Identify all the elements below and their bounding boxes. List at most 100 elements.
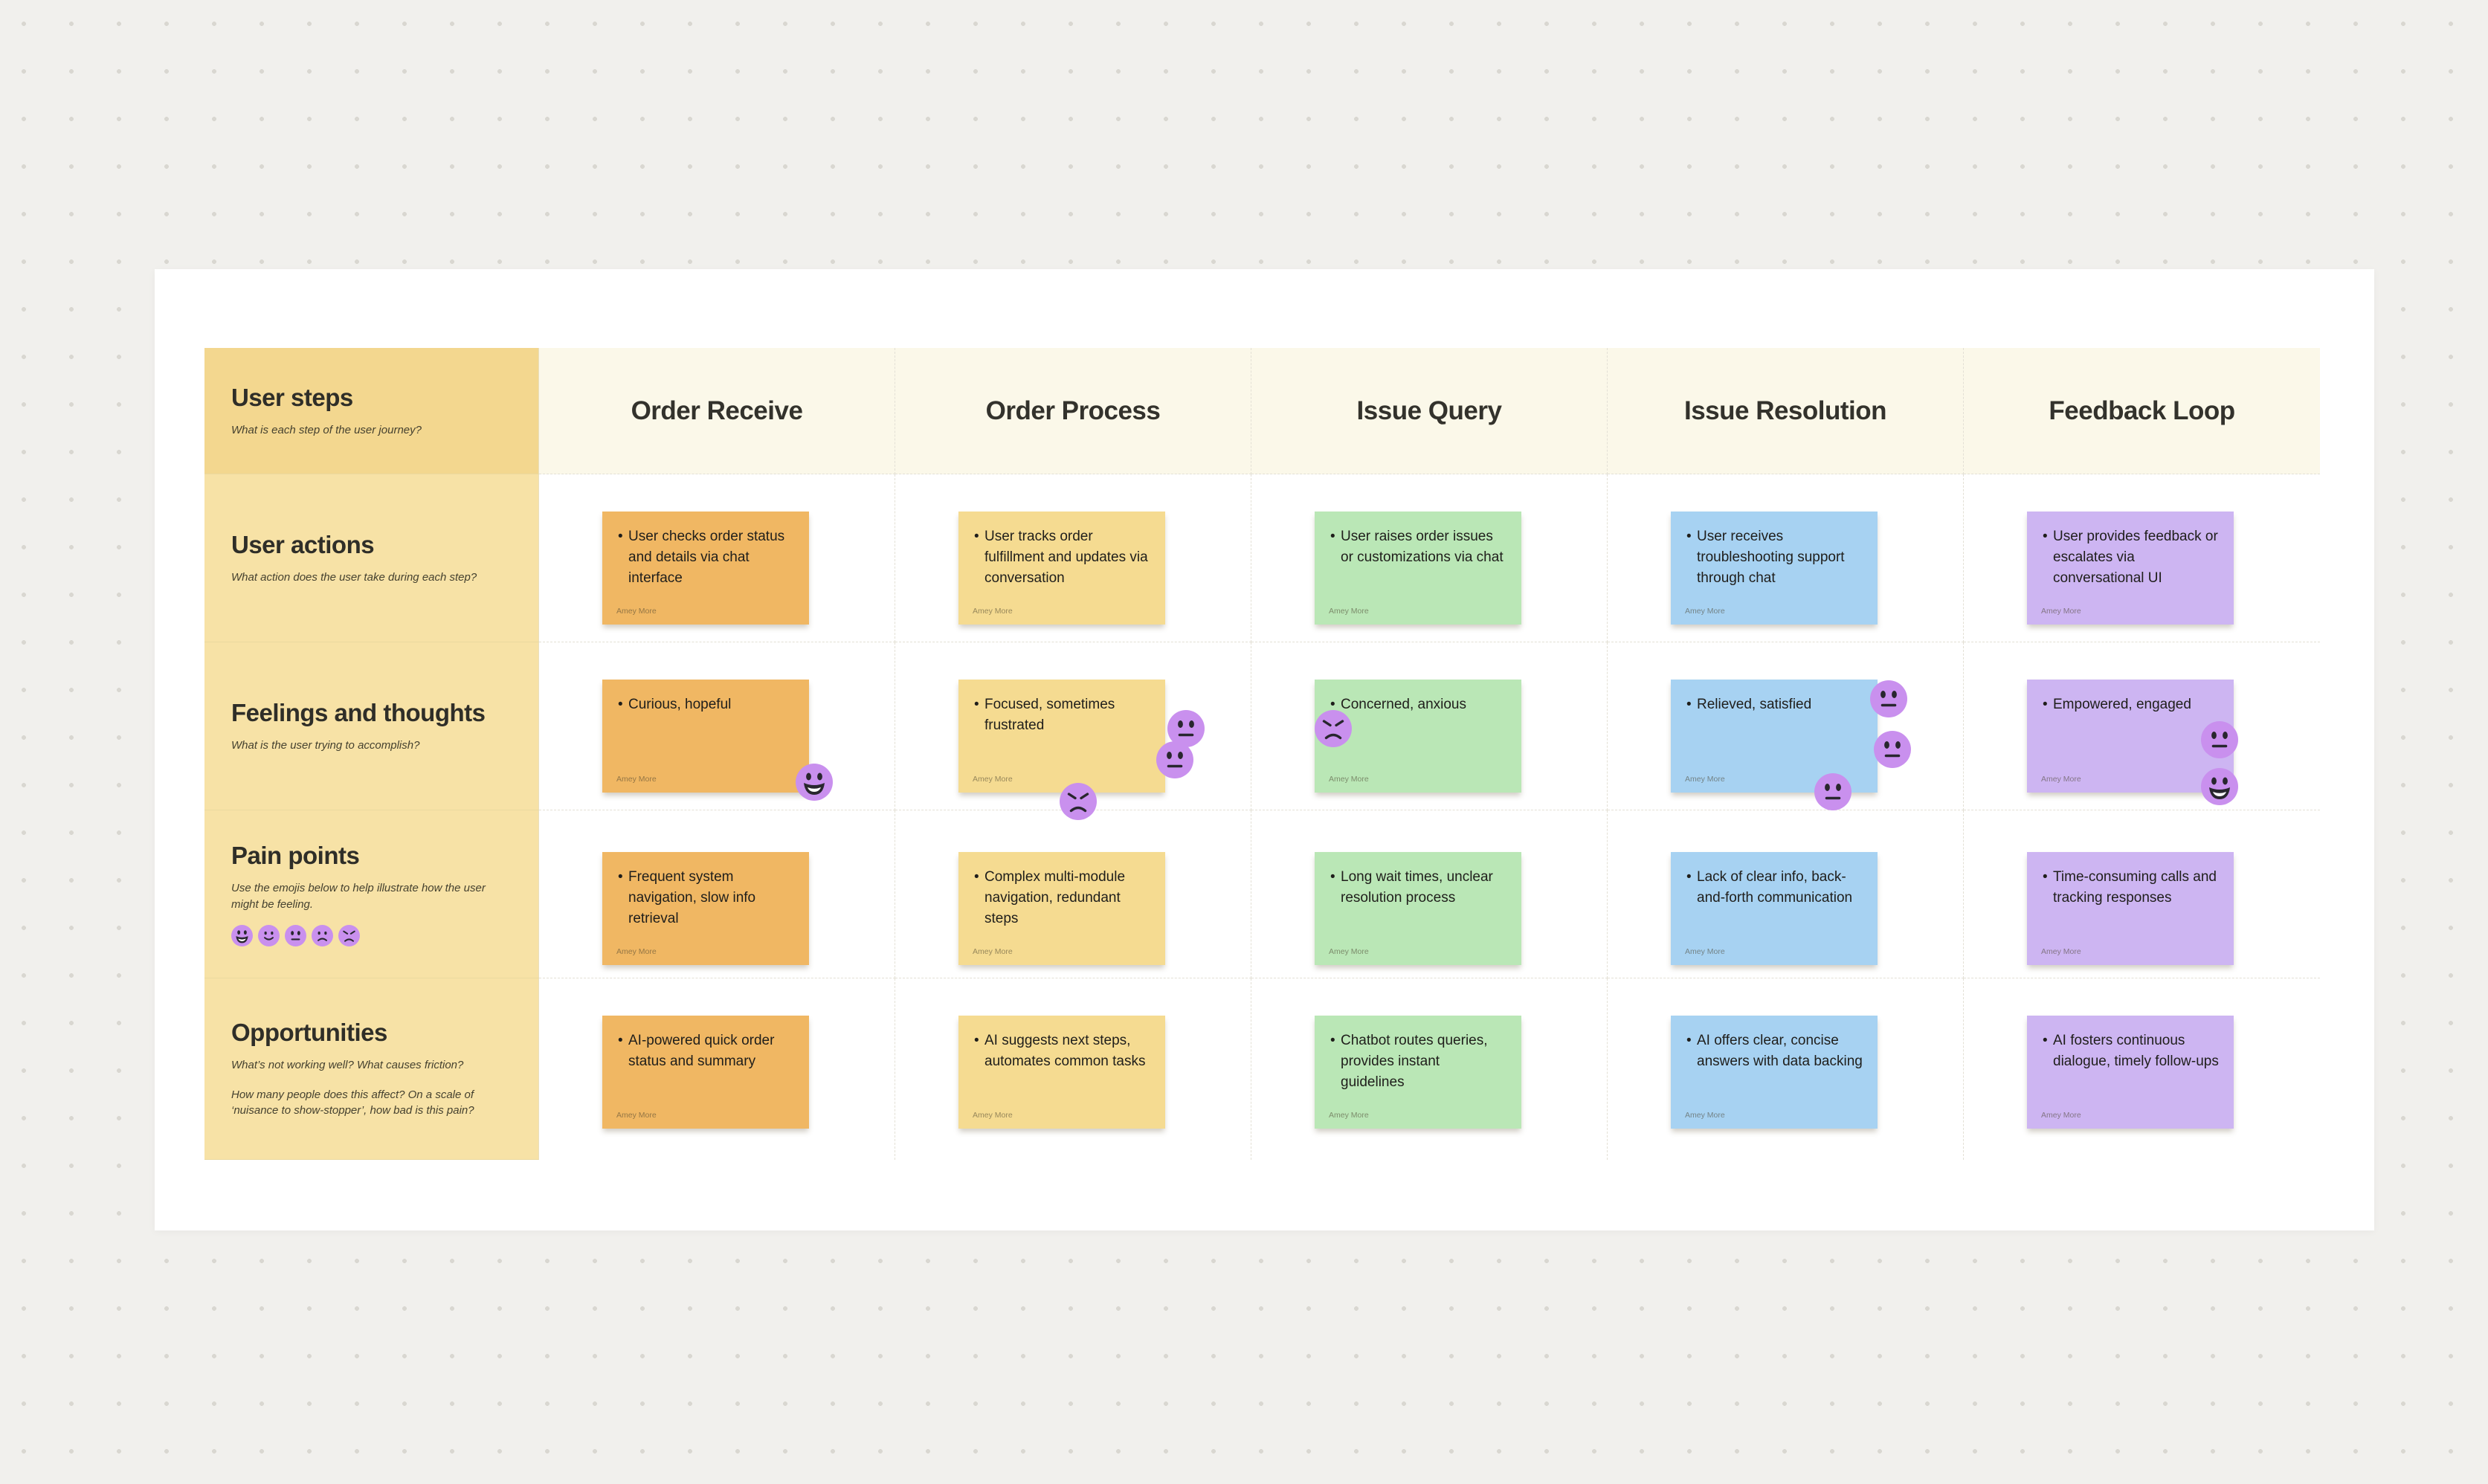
cell-feelings-order-process: Focused, sometimes frustrated Amey More	[895, 642, 1251, 810]
sticky-note-author: Amey More	[2041, 775, 2081, 784]
sticky-user-actions-feedback-loop[interactable]: User provides feedback or escalates via …	[2027, 512, 2234, 625]
sticky-note-text: Relieved, satisfied	[1686, 694, 1863, 715]
opportunities-subtitle: What’s not working well? What causes fri…	[231, 1058, 464, 1071]
emoji-grin-sticker[interactable]	[2201, 768, 2238, 805]
opportunities-subtitle-2: How many people does this affect? On a s…	[231, 1088, 474, 1117]
sticky-note-author: Amey More	[2041, 1111, 2081, 1120]
sticky-note-author: Amey More	[1329, 607, 1369, 616]
column-header-label: Issue Resolution	[1683, 396, 1887, 425]
emoji-neutral-sticker[interactable]	[1814, 773, 1852, 810]
emoji-angry-sticker[interactable]	[1060, 783, 1097, 820]
cell-feelings-order-receive: Curious, hopeful Amey More	[539, 642, 895, 810]
cell-user-actions-issue-resolution: User receives troubleshooting support th…	[1608, 474, 1964, 642]
column-header-label: Issue Query	[1356, 396, 1502, 425]
sticky-feelings-issue-resolution[interactable]: Relieved, satisfied Amey More	[1671, 680, 1878, 793]
emoji-frown-icon[interactable]	[312, 925, 333, 946]
user-actions-title: User actions	[231, 530, 375, 558]
sticky-note-text: AI-powered quick order status and summar…	[617, 1030, 794, 1072]
cell-user-actions-feedback-loop: User provides feedback or escalates via …	[1964, 474, 2320, 642]
row-header-user-steps[interactable]: User steps What is each step of the user…	[204, 348, 539, 474]
sticky-note-text: Lack of clear info, back-and-forth commu…	[1686, 867, 1863, 909]
sticky-note-text: Chatbot routes queries, provides instant…	[1330, 1030, 1506, 1093]
sticky-pain-order-process[interactable]: Complex multi-module navigation, redunda…	[958, 852, 1165, 965]
cell-pain-issue-query: Long wait times, unclear resolution proc…	[1251, 810, 1608, 978]
sticky-user-actions-order-process[interactable]: User tracks order fulfillment and update…	[958, 512, 1165, 625]
cell-pain-order-receive: Frequent system navigation, slow info re…	[539, 810, 895, 978]
cell-pain-issue-resolution: Lack of clear info, back-and-forth commu…	[1608, 810, 1964, 978]
sticky-feelings-order-process[interactable]: Focused, sometimes frustrated Amey More	[958, 680, 1165, 793]
sticky-note-author: Amey More	[2041, 607, 2081, 616]
column-header-label: Feedback Loop	[2049, 396, 2235, 425]
emoji-neutral-sticker[interactable]	[1156, 741, 1193, 778]
sticky-user-actions-order-receive[interactable]: User checks order status and details via…	[602, 512, 809, 625]
cell-opp-issue-resolution: AI offers clear, concise answers with da…	[1608, 978, 1964, 1160]
feelings-title: Feelings and thoughts	[231, 698, 486, 726]
cell-feelings-issue-resolution: Relieved, satisfied Amey More	[1608, 642, 1964, 810]
emoji-neutral-sticker[interactable]	[1870, 680, 1907, 717]
row-header-feelings[interactable]: Feelings and thoughts What is the user t…	[204, 642, 539, 810]
journey-map-canvas: User steps What is each step of the user…	[155, 269, 2374, 1230]
pain-points-title: Pain points	[231, 842, 360, 870]
sticky-note-text: Focused, sometimes frustrated	[973, 694, 1150, 736]
row-header-user-actions[interactable]: User actions What action does the user t…	[204, 474, 539, 642]
sticky-opp-order-process[interactable]: AI suggests next steps, automates common…	[958, 1016, 1165, 1129]
opportunities-title: Opportunities	[231, 1018, 387, 1046]
sticky-user-actions-issue-query[interactable]: User raises order issues or customizatio…	[1315, 512, 1521, 625]
column-header-issue-resolution[interactable]: Issue Resolution	[1608, 348, 1964, 474]
sticky-opp-order-receive[interactable]: AI-powered quick order status and summar…	[602, 1016, 809, 1129]
user-steps-subtitle: What is each step of the user journey?	[231, 423, 422, 436]
sticky-pain-issue-resolution[interactable]: Lack of clear info, back-and-forth commu…	[1671, 852, 1878, 965]
sticky-pain-issue-query[interactable]: Long wait times, unclear resolution proc…	[1315, 852, 1521, 965]
emoji-smile-icon[interactable]	[258, 925, 280, 946]
cell-opp-order-receive: AI-powered quick order status and summar…	[539, 978, 895, 1160]
emoji-grin-sticker[interactable]	[796, 764, 833, 801]
sticky-note-author: Amey More	[616, 1111, 657, 1120]
sticky-note-author: Amey More	[2041, 947, 2081, 956]
emoji-grin-icon[interactable]	[231, 925, 253, 946]
sticky-note-author: Amey More	[1329, 947, 1369, 956]
sticky-opp-issue-resolution[interactable]: AI offers clear, concise answers with da…	[1671, 1016, 1878, 1129]
cell-feelings-feedback-loop: Empowered, engaged Amey More	[1964, 642, 2320, 810]
sticky-feelings-issue-query[interactable]: Concerned, anxious Amey More	[1315, 680, 1521, 793]
user-steps-title: User steps	[231, 383, 353, 411]
sticky-user-actions-issue-resolution[interactable]: User receives troubleshooting support th…	[1671, 512, 1878, 625]
emoji-neutral-sticker[interactable]	[1874, 731, 1911, 768]
cell-user-actions-order-process: User tracks order fulfillment and update…	[895, 474, 1251, 642]
sticky-note-author: Amey More	[616, 607, 657, 616]
journey-map-table: User steps What is each step of the user…	[204, 348, 2320, 1160]
sticky-note-text: Long wait times, unclear resolution proc…	[1330, 867, 1506, 909]
emoji-angry-icon[interactable]	[338, 925, 360, 946]
sticky-note-author: Amey More	[973, 1111, 1013, 1120]
emoji-neutral-sticker[interactable]	[2201, 721, 2238, 758]
sticky-feelings-feedback-loop[interactable]: Empowered, engaged Amey More	[2027, 680, 2234, 793]
row-header-opportunities[interactable]: Opportunities What’s not working well? W…	[204, 978, 539, 1160]
column-header-order-process[interactable]: Order Process	[895, 348, 1251, 474]
cell-opp-order-process: AI suggests next steps, automates common…	[895, 978, 1251, 1160]
sticky-note-text: User receives troubleshooting support th…	[1686, 526, 1863, 589]
emoji-feeling-scale	[231, 925, 509, 946]
sticky-note-text: AI fosters continuous dialogue, timely f…	[2042, 1030, 2219, 1072]
row-header-pain-points[interactable]: Pain points Use the emojis below to help…	[204, 810, 539, 978]
emoji-angry-sticker[interactable]	[1315, 710, 1352, 747]
sticky-note-author: Amey More	[1685, 775, 1725, 784]
sticky-note-author: Amey More	[1685, 1111, 1725, 1120]
column-header-feedback-loop[interactable]: Feedback Loop	[1964, 348, 2320, 474]
sticky-note-text: Complex multi-module navigation, redunda…	[973, 867, 1150, 929]
column-header-issue-query[interactable]: Issue Query	[1251, 348, 1608, 474]
sticky-opp-feedback-loop[interactable]: AI fosters continuous dialogue, timely f…	[2027, 1016, 2234, 1129]
sticky-note-author: Amey More	[1329, 775, 1369, 784]
emoji-neutral-icon[interactable]	[285, 925, 306, 946]
sticky-note-author: Amey More	[1685, 607, 1725, 616]
cell-user-actions-issue-query: User raises order issues or customizatio…	[1251, 474, 1608, 642]
cell-feelings-issue-query: Concerned, anxious Amey More	[1251, 642, 1608, 810]
column-header-order-receive[interactable]: Order Receive	[539, 348, 895, 474]
sticky-pain-feedback-loop[interactable]: Time-consuming calls and tracking respon…	[2027, 852, 2234, 965]
sticky-opp-issue-query[interactable]: Chatbot routes queries, provides instant…	[1315, 1016, 1521, 1129]
sticky-note-author: Amey More	[616, 947, 657, 956]
sticky-note-text: Curious, hopeful	[617, 694, 794, 715]
sticky-pain-order-receive[interactable]: Frequent system navigation, slow info re…	[602, 852, 809, 965]
cell-pain-order-process: Complex multi-module navigation, redunda…	[895, 810, 1251, 978]
feelings-subtitle: What is the user trying to accomplish?	[231, 738, 420, 752]
user-actions-subtitle: What action does the user take during ea…	[231, 570, 477, 584]
sticky-feelings-order-receive[interactable]: Curious, hopeful Amey More	[602, 680, 809, 793]
